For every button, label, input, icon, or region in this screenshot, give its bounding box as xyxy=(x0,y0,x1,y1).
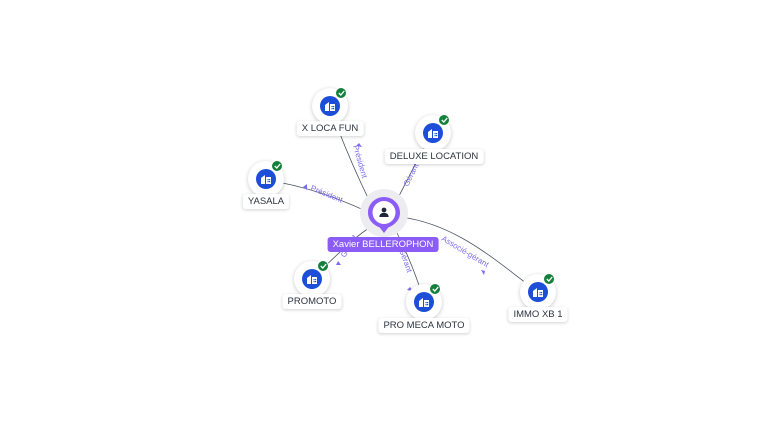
company-node-immo-xb-1[interactable] xyxy=(520,273,556,310)
person-node[interactable] xyxy=(360,189,408,237)
verified-check-icon xyxy=(429,283,441,295)
verified-check-icon xyxy=(335,87,347,99)
verified-check-icon xyxy=(271,160,283,172)
person-pin-icon xyxy=(368,197,400,233)
building-icon xyxy=(423,123,443,143)
company-node-x-loca-fun[interactable] xyxy=(312,87,348,124)
arrow-promoto xyxy=(336,261,341,265)
company-node-pro-meca-moto[interactable] xyxy=(406,283,442,320)
arrow-immo-xb-1 xyxy=(481,270,485,275)
company-label-x-loca-fun[interactable]: X LOCA FUN xyxy=(296,121,364,136)
company-label-yasala[interactable]: YASALA xyxy=(242,194,290,209)
verified-check-icon xyxy=(438,114,450,126)
verified-check-icon xyxy=(543,273,555,285)
building-icon xyxy=(302,269,322,289)
building-icon xyxy=(256,169,276,189)
arrow-yasala xyxy=(303,184,307,190)
building-icon xyxy=(414,292,434,312)
company-label-immo-xb-1[interactable]: IMMO XB 1 xyxy=(508,307,568,322)
building-icon xyxy=(320,96,340,116)
company-node-promoto[interactable] xyxy=(294,260,330,297)
person-icon xyxy=(379,207,389,217)
company-label-promoto[interactable]: PROMOTO xyxy=(282,294,342,309)
relation-label-yasala: Président xyxy=(309,184,344,205)
person-name-label[interactable]: Xavier BELLEROPHON xyxy=(327,237,439,252)
company-label-pro-meca-moto[interactable]: PRO MECA MOTO xyxy=(378,318,470,333)
arrow-x-loca-fun xyxy=(356,143,362,147)
building-icon xyxy=(528,282,548,302)
company-node-deluxe-location[interactable] xyxy=(415,114,451,151)
verified-check-icon xyxy=(317,260,329,272)
relation-label-deluxe-location: Gérant xyxy=(402,161,421,188)
company-node-yasala[interactable] xyxy=(248,160,284,197)
relation-label-x-loca-fun: Président xyxy=(351,144,369,180)
company-label-deluxe-location[interactable]: DELUXE LOCATION xyxy=(384,149,484,164)
